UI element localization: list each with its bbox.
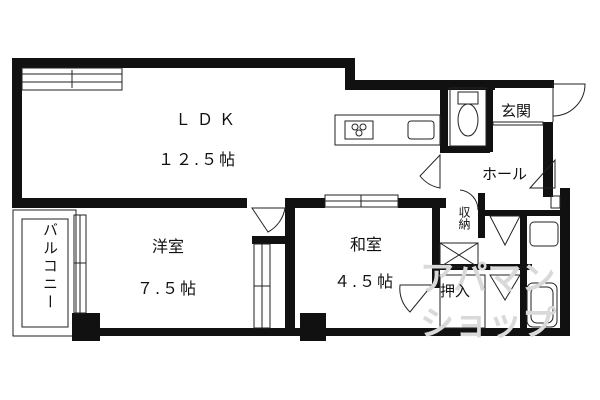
wall-washitsu-right: [432, 198, 440, 288]
door-swing-bath: [489, 274, 521, 301]
column-bottom-mid: [300, 313, 326, 341]
western-room-size: ７.５帖: [137, 279, 199, 298]
wall-wash-divider: [432, 264, 532, 270]
closet-box: [439, 274, 486, 329]
wall-entrance-right: [543, 122, 553, 197]
toilet-room: [449, 87, 487, 147]
wall-top-right: [345, 80, 495, 90]
wall-mid-right2: [398, 198, 446, 208]
wall-kitchen-bottom: [440, 146, 490, 153]
wall-bath-divider: [520, 216, 527, 328]
wall-closet-bottom: [400, 328, 570, 336]
wall-mid-right: [285, 198, 325, 208]
japanese-room-label: 和室: [350, 235, 383, 254]
wall-ldk-right: [440, 88, 448, 148]
wall-top: [12, 58, 355, 68]
entrance-label: 玄関: [501, 102, 532, 120]
svg-text:ショップ: ショップ: [420, 304, 556, 344]
wall-hall-bottom: [478, 210, 568, 216]
door-swing-hall-east: [528, 158, 556, 189]
bathtub: [526, 282, 558, 328]
door-swing-storage: [459, 189, 479, 211]
wall-bottom: [72, 328, 400, 336]
sink: [407, 120, 435, 140]
window-ldk-top: [21, 67, 123, 91]
meter-box: [550, 195, 561, 209]
laundry-space: [439, 242, 479, 268]
wall-closet-west: [252, 236, 288, 244]
balcony-inner-rail: [21, 218, 69, 328]
column-bottom-left: [72, 313, 100, 341]
wall-partition: [285, 198, 295, 336]
wall-toilet-right: [486, 84, 493, 152]
wall-right: [560, 188, 570, 336]
storage-label: 収納: [457, 206, 471, 230]
kitchen-counter: [334, 114, 441, 146]
door-swing-closet: [399, 284, 434, 313]
watermark: アパマン ショップ: [420, 259, 556, 344]
ldk-label: ＬＤＫ: [175, 110, 242, 129]
western-room-label: 洋室: [152, 237, 185, 256]
entrance-door-swing: [552, 83, 586, 117]
door-swing-hall: [419, 153, 441, 189]
wall-mid-left: [12, 198, 247, 208]
walls: [12, 58, 570, 341]
door-swing-ldk: [251, 207, 286, 233]
japanese-room-size: ４.５帖: [334, 272, 396, 291]
closet-label: 押入: [440, 282, 471, 300]
stove: [344, 120, 374, 140]
hall-label: ホール: [482, 165, 528, 183]
ldk-size: １２.５帖: [158, 150, 238, 169]
wall-left: [12, 58, 22, 208]
balcony-outline: [12, 209, 77, 337]
wall-top-entrance: [488, 80, 554, 88]
svg-text:アパマン: アパマン: [420, 259, 555, 299]
wall-top-step: [345, 58, 355, 88]
door-swing-wash: [489, 215, 521, 247]
wash-basin: [529, 221, 559, 247]
toilet-bowl: [457, 103, 479, 137]
balcony-label: バルコニー: [41, 222, 59, 312]
